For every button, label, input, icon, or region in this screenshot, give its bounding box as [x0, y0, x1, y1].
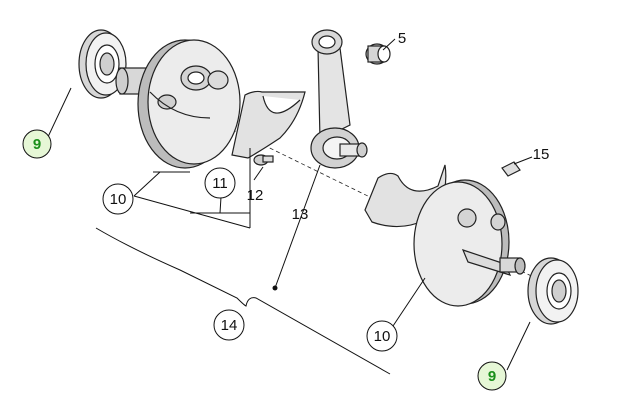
callout-11: 11 [204, 167, 236, 199]
callout-13: 13 [292, 206, 309, 223]
left-bearing [78, 29, 127, 99]
callout-13-dot [272, 285, 278, 291]
left-crank-half [115, 39, 241, 169]
callout-10-left-label: 10 [110, 191, 127, 208]
screw [253, 154, 274, 166]
woodruff-key [501, 161, 521, 177]
right-crank-half [413, 179, 526, 307]
callout-15: 15 [533, 146, 550, 163]
callout-9-left-label: 9 [33, 136, 41, 153]
right-bearing [527, 257, 579, 325]
left-shim [231, 90, 306, 159]
connecting-rod [310, 29, 368, 169]
callout-10-left: 10 [102, 183, 134, 215]
callout-11-label: 11 [212, 175, 228, 192]
leader-lines [46, 38, 533, 371]
callout-9-right-label: 9 [488, 368, 496, 385]
needle-bearing [365, 43, 391, 65]
callout-14-label: 14 [221, 317, 238, 334]
callout-9-left: 9 [22, 129, 52, 159]
assembly-bracket [95, 227, 391, 375]
callout-12: 12 [247, 187, 264, 204]
callout-5: 5 [398, 30, 406, 47]
callout-10-right: 10 [366, 320, 398, 352]
callout-9-right: 9 [477, 361, 507, 391]
callout-10-right-label: 10 [374, 328, 391, 345]
callout-14: 14 [213, 309, 245, 341]
